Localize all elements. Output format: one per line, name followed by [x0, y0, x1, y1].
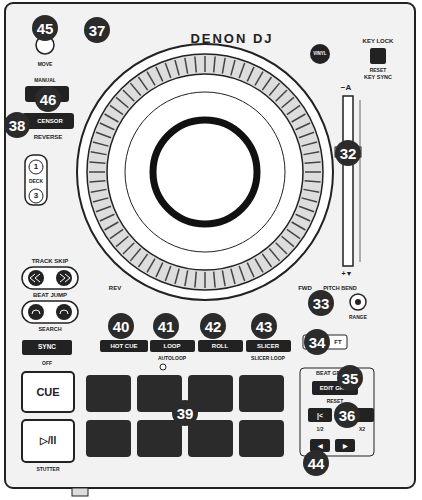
- control-label: PITCH BEND: [323, 286, 357, 292]
- callout-number: 37: [84, 17, 110, 43]
- control-label: ▷/II: [40, 436, 56, 446]
- callout-number: 38: [4, 112, 30, 138]
- control-label: 3: [34, 192, 38, 200]
- control-label: CUE: [36, 387, 59, 398]
- callout-number: 43: [251, 313, 277, 339]
- callout-number: 32: [335, 140, 361, 166]
- control-label: VINYL: [313, 52, 326, 57]
- control-label: TRACK SKIP: [32, 258, 69, 264]
- callout-number: 41: [153, 313, 179, 339]
- callout-number: 46: [35, 86, 61, 112]
- callout-number: 35: [337, 365, 363, 391]
- control-label: |<: [317, 412, 323, 419]
- control-label: REVERSE: [34, 134, 63, 140]
- control-label: SYNC: [38, 344, 56, 351]
- callout-number: 33: [308, 290, 334, 316]
- control-label: KEY SYNC: [364, 75, 392, 81]
- control-label: SLICER: [257, 343, 279, 349]
- control-label: 1/2: [317, 427, 324, 432]
- control-label: OFF: [42, 361, 52, 366]
- control-label: FWD: [298, 285, 312, 291]
- control-label: ROLL: [212, 343, 228, 349]
- callout-number: 45: [32, 15, 58, 41]
- control-label: 1: [34, 163, 38, 171]
- control-label: +▼: [341, 270, 352, 277]
- control-label: REV: [109, 285, 121, 291]
- control-label: HOT CUE: [111, 343, 138, 349]
- control-label: ◀: [318, 443, 323, 449]
- control-label: −A: [341, 84, 351, 92]
- callout-number: 34: [304, 329, 330, 355]
- control-label: FT: [334, 339, 341, 345]
- callout-number: 42: [200, 313, 226, 339]
- control-label: SEARCH: [38, 327, 61, 333]
- control-label: MANUAL: [34, 78, 56, 83]
- callout-number: 40: [108, 313, 134, 339]
- control-label: SLICER LOOP: [251, 356, 285, 361]
- callout-number: 39: [172, 400, 198, 426]
- control-label: KEY LOCK: [363, 38, 394, 44]
- control-label: ▶: [343, 443, 348, 449]
- control-label: RANGE: [349, 315, 367, 320]
- control-label: X2: [359, 427, 365, 432]
- control-label: AUTOLOOP: [158, 356, 186, 361]
- control-label: BEAT JUMP: [33, 292, 67, 298]
- callout-number: 44: [303, 450, 329, 476]
- control-label: CENSOR: [37, 118, 63, 124]
- control-label: LOOP: [163, 343, 180, 349]
- control-label: RESET: [370, 68, 387, 73]
- callout-number: 36: [334, 402, 360, 428]
- control-label: DENON DJ: [190, 32, 273, 45]
- control-label: MOVE: [38, 62, 53, 67]
- control-label: DECK: [29, 179, 43, 184]
- control-label: STUTTER: [36, 467, 59, 472]
